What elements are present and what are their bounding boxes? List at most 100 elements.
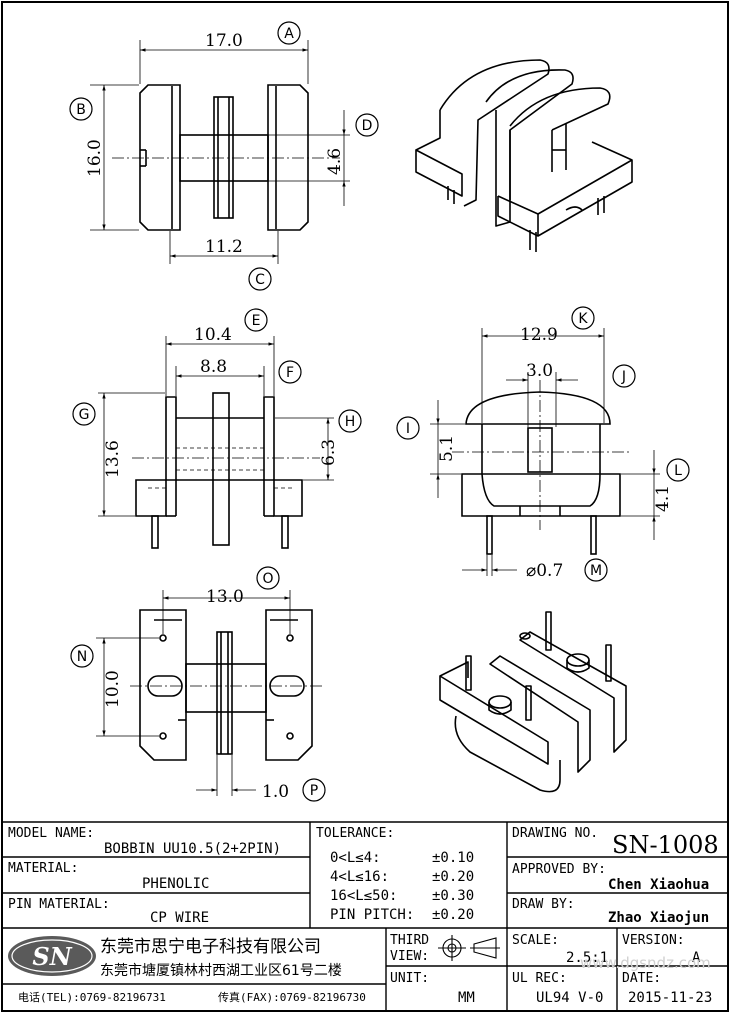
dim-g: 13.6 (103, 440, 123, 478)
dim-e: 10.4 (194, 325, 232, 345)
company-name: 东莞市思宁电子科技有限公司 (100, 937, 321, 957)
tolerance-value-2: ±0.20 (432, 869, 474, 885)
unit-label: UNIT: (390, 971, 429, 986)
tolerance-range-1: 0<L≤4: (330, 850, 381, 866)
ul-rec-value: UL94 V-0 (536, 990, 603, 1006)
approved-by-value: Chen Xiaohua (608, 877, 709, 893)
version-value: A (692, 950, 701, 966)
svg-text:D: D (362, 118, 373, 134)
drawing-no-label: DRAWING NO. (512, 826, 598, 841)
end-view (461, 391, 621, 555)
svg-text:N: N (77, 649, 87, 665)
dim-l: 4.1 (653, 485, 673, 512)
watermark: www.dgsndz.com (580, 954, 711, 972)
svg-text:K: K (578, 311, 588, 327)
tolerance-value-4: ±0.20 (432, 907, 474, 923)
dim-c: 11.2 (205, 237, 243, 257)
callout-p: P (302, 778, 326, 802)
version-label: VERSION: (622, 933, 685, 948)
third-view-label-1: THIRD (390, 933, 429, 948)
ul-rec-label: UL REC: (512, 971, 567, 986)
third-angle-projection-icon (438, 935, 500, 961)
svg-text:I: I (406, 421, 410, 437)
svg-text:A: A (284, 26, 294, 42)
company-address: 东莞市塘厦镇林村西湖工业区61号二楼 (100, 962, 342, 979)
callout-d: D (355, 113, 379, 137)
material-label: MATERIAL: (8, 861, 78, 876)
iso-view-bottom (439, 611, 627, 793)
dim-a: 17.0 (205, 31, 243, 51)
svg-text:E: E (252, 313, 261, 329)
callout-i: I (396, 416, 420, 440)
dim-o: 13.0 (206, 587, 244, 607)
company-fax: 传真(FAX):0769-82196730 (218, 990, 366, 1004)
bottom-view-dims (96, 590, 291, 796)
svg-text:O: O (262, 571, 273, 587)
callout-e: E (244, 308, 268, 332)
model-name-value: BOBBIN UU10.5(2+2PIN) (104, 841, 281, 857)
side-view-dims (98, 336, 334, 517)
tolerance-label: TOLERANCE: (316, 826, 394, 841)
dim-d: 4.6 (325, 148, 345, 175)
tolerance-range-4: PIN PITCH: (330, 907, 414, 923)
callout-a: A (277, 21, 301, 45)
svg-text:P: P (310, 783, 318, 799)
draw-by-value: Zhao Xiaojun (608, 910, 709, 926)
dim-n: 10.0 (103, 670, 123, 708)
callout-k: K (571, 306, 595, 330)
side-view-hidden (148, 447, 294, 489)
pin-material-value: CP WIRE (150, 910, 209, 926)
tolerance-value-1: ±0.10 (432, 850, 474, 866)
date-value: 2015-11-23 (628, 990, 712, 1006)
scale-value: 2.5:1 (566, 950, 608, 966)
dim-j: 3.0 (526, 361, 553, 381)
dim-k: 12.9 (520, 325, 558, 345)
end-view-center (452, 380, 630, 530)
svg-text:J: J (621, 369, 626, 385)
tolerance-range-3: 16<L≤50: (330, 888, 397, 904)
side-view (135, 392, 303, 549)
svg-text:C: C (255, 272, 265, 288)
unit-value: MM (458, 990, 475, 1006)
callout-b: B (69, 97, 93, 121)
svg-text:H: H (345, 414, 356, 430)
dim-m: ⌀0.7 (526, 561, 563, 581)
draw-by-label: DRAW BY: (512, 897, 575, 912)
callout-h: H (338, 409, 362, 433)
dim-b: 16.0 (85, 139, 105, 177)
callouts: A B C D E F G H I J K L M N O P (69, 21, 690, 802)
dim-p: 1.0 (262, 782, 289, 802)
model-name-label: MODEL NAME: (8, 826, 94, 841)
material-value: PHENOLIC (142, 876, 209, 892)
dim-i: 5.1 (437, 435, 457, 462)
dim-f: 8.8 (200, 357, 227, 377)
svg-text:SN: SN (32, 942, 72, 971)
front-view-dims (90, 40, 350, 264)
company-tel: 电话(TEL):0769-82196731 (18, 991, 166, 1004)
callout-n: N (70, 644, 94, 668)
date-label: DATE: (622, 971, 661, 986)
title-block-grid (2, 821, 728, 1011)
callout-o: O (256, 566, 280, 590)
dim-h: 6.3 (319, 439, 339, 466)
callout-g: G (72, 402, 96, 426)
iso-view-top (415, 59, 633, 252)
approved-by-label: APPROVED BY: (512, 862, 606, 877)
company-logo: SN (8, 936, 96, 976)
callout-c: C (248, 267, 272, 291)
scale-label: SCALE: (512, 933, 559, 948)
pin-material-label: PIN MATERIAL: (8, 897, 110, 912)
svg-text:B: B (76, 102, 86, 118)
end-view-dims (430, 328, 660, 576)
svg-text:F: F (286, 365, 294, 381)
tolerance-range-2: 4<L≤16: (330, 869, 389, 885)
tolerance-value-3: ±0.30 (432, 888, 474, 904)
bottom-view (139, 609, 313, 761)
callout-m: M (584, 558, 608, 582)
svg-text:L: L (674, 463, 682, 479)
callout-l: L (666, 458, 690, 482)
callout-f: F (278, 360, 302, 384)
svg-text:G: G (79, 407, 90, 423)
